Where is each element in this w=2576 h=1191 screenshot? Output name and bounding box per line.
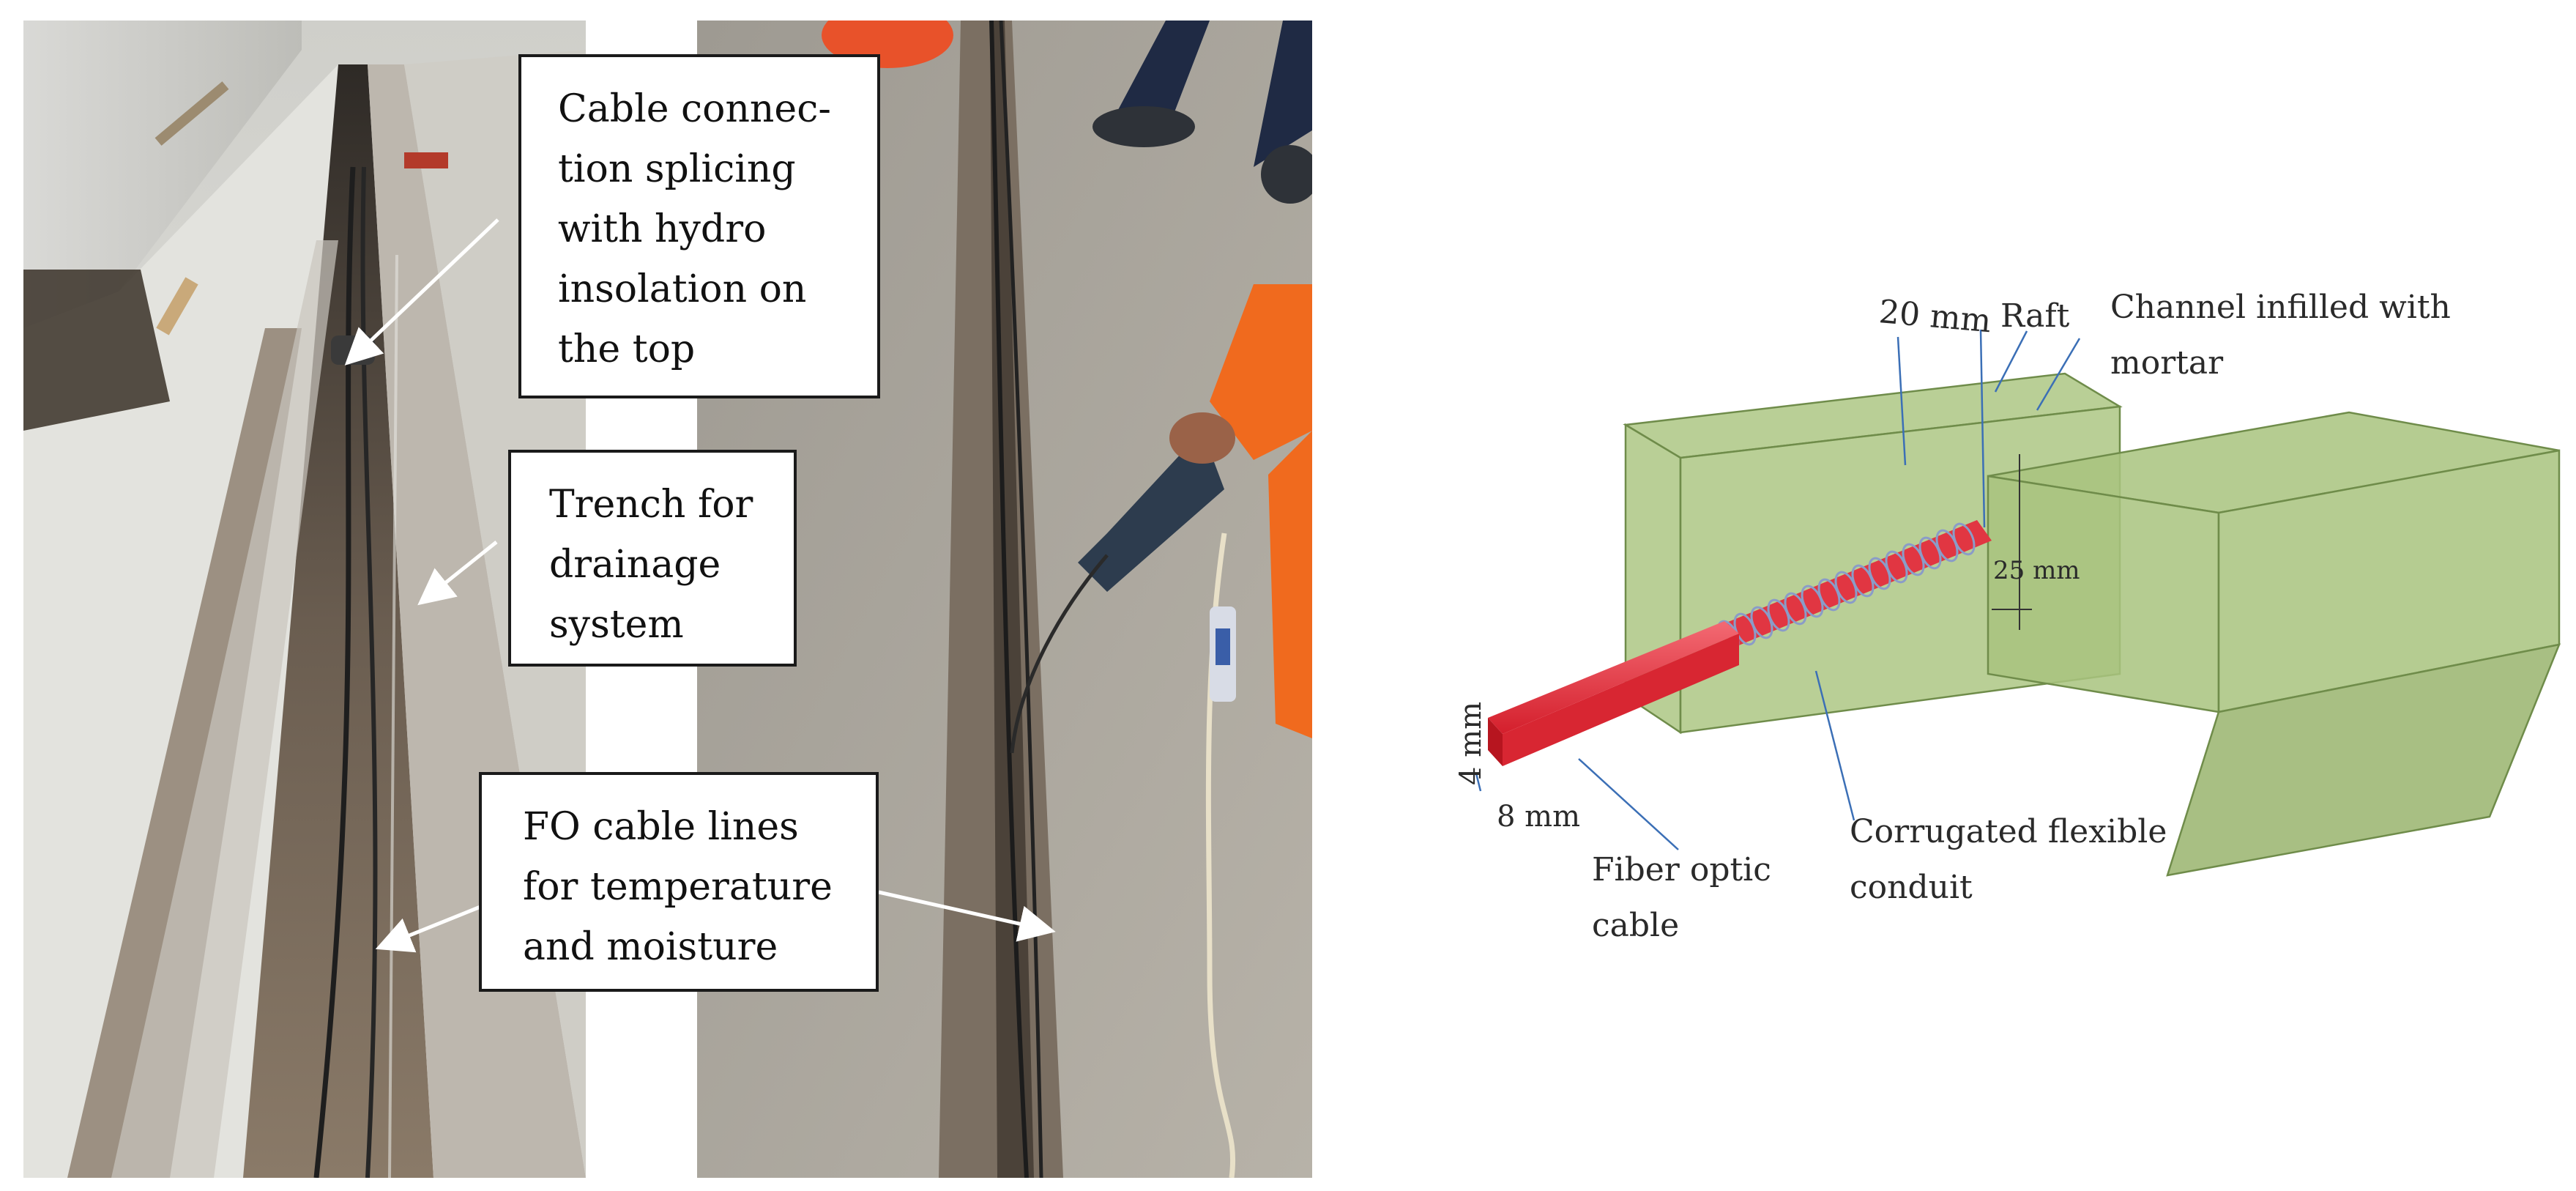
label-conduit-line2: conduit [1850,869,1973,906]
arrow-fo-left [375,905,481,953]
callout-line: and moisture [523,925,778,969]
leader-20mm-left [1896,336,1907,466]
label-raft: Raft [2000,297,2070,335]
label-fiber-line1: Fiber optic [1592,851,1771,888]
label-4mm: 4 mm [1454,702,1488,785]
tick-8mm [1475,773,1482,792]
leader-fiber [1578,758,1679,850]
callout-line: insolation on [558,267,807,311]
label-8mm: 8 mm [1497,800,1580,834]
photo-trench-left [23,21,586,1178]
leader-conduit [1814,670,1855,821]
label-25mm: 25 mm [1993,556,2080,585]
callout-line: system [549,603,684,647]
label-20mm: 20 mm [1877,293,1992,340]
callout-line: drainage [549,543,721,587]
depth-dimension [1992,454,2032,630]
trench-photo-drawing [23,21,586,1178]
label-channel-line1: Channel infilled with [2110,289,2451,326]
fiber-optic-cable [1488,621,1739,766]
callout-fo-cable-lines: FO cable lines for temperature and moist… [479,772,879,992]
channel-3d-diagram: 20 mm Raft Channel infilled with mortar … [1454,289,2561,944]
callout-line: Cable connec- [558,87,831,131]
arrow-splice [344,218,499,366]
leader-lines [1475,329,2081,850]
arrow-fo-right [878,890,1056,942]
callout-line: with hydro [558,207,767,251]
label-channel-line2: mortar [2110,344,2224,382]
callout-line: FO cable lines [523,805,799,849]
label-conduit-line1: Corrugated flexible [1850,813,2167,850]
callout-line: Trench for [549,483,753,527]
callout-cable-splicing: Cable connec- tion splicing with hydro i… [518,54,880,398]
leader-channel [2036,338,2081,411]
raft-block-right [1987,411,2561,877]
callout-line: the top [558,327,696,371]
callout-line: for temperature [523,865,833,909]
leader-20mm-right [1979,329,1986,528]
callout-trench-drainage: Trench for drainage system [508,450,797,667]
leader-raft [1994,330,2028,393]
callout-line: tion splicing [558,147,796,191]
arrow-trench [417,541,498,606]
label-fiber-line2: cable [1592,907,1679,944]
